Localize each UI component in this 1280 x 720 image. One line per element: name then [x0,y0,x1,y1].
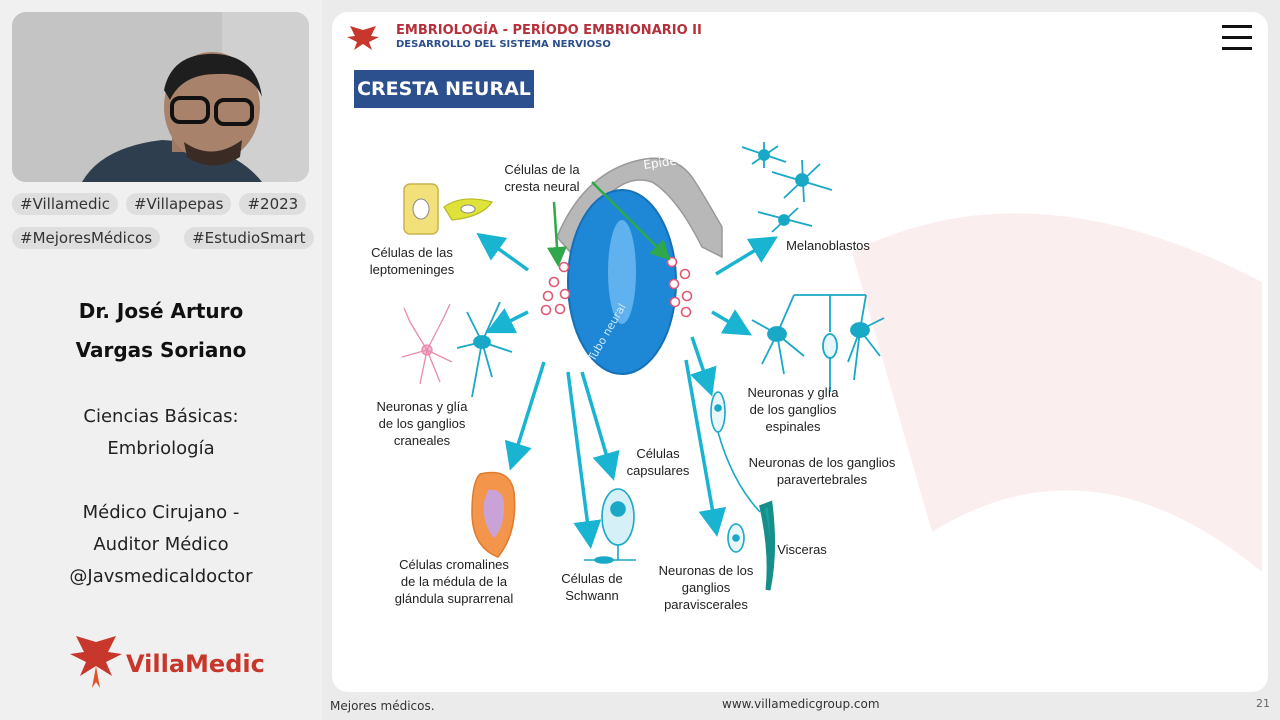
slide-header-title: EMBRIOLOGÍA - PERÍODO EMBRIONARIO II [396,23,702,38]
label-capsular: Células [636,446,680,461]
label-spinal: Neuronas y glía [747,385,839,400]
page-number: 21 [1256,697,1270,710]
cranial-neuron-icon [456,301,513,398]
label-chromaffin: de la médula de la [401,574,508,589]
viscera-icon [759,500,776,591]
presenter-name-line1: Dr. José Arturo [78,299,244,323]
webcam-video [12,12,309,182]
logo-text: VillaMedic [126,650,265,678]
presenter-silhouette [12,12,309,182]
cranial-glia-icon [401,303,453,385]
crest-cells [540,256,693,318]
pointer-arrow [547,201,567,267]
label-melanoblasts: Melanoblastos [786,238,870,253]
presenter-area-line2: Embriología [107,438,215,459]
section-title: CRESTA NEURAL [354,70,534,108]
label-paravisceral: Neuronas de los [659,563,754,578]
villamedic-logo: VillaMedic [66,632,266,692]
slide: EMBRIOLOGÍA - PERÍODO EMBRIONARIO II DES… [332,12,1268,692]
label-viscera: Visceras [777,542,827,557]
migration-arrows [476,232,778,549]
capsular-cell-icon [584,488,636,564]
presenter-role-line1: Médico Cirujano - [82,502,240,523]
hashtag: #2023 [239,193,307,215]
presenter-name-line2: Vargas Soriano [75,338,247,362]
hashtag-row-2: #MejoresMédicos #EstudioSmart [12,227,314,249]
label-paravertebral: Neuronas de los ganglios [749,455,896,470]
label-leptomeninges: Células de las [371,245,453,260]
label-schwann: Células de [561,571,622,586]
hamburger-menu-button[interactable] [1222,25,1252,51]
hashtag: #Villamedic [12,193,118,215]
hashtag-row-1: #Villamedic #Villapepas #2023 [12,193,312,215]
presenter-panel: #Villamedic #Villapepas #2023 #MejoresMé… [0,0,322,720]
label-cranial: craneales [394,433,451,448]
label-paravisceral: paraviscerales [664,597,748,612]
paravertebral-ganglion-icon [710,391,761,553]
eagle-logo-icon [347,26,379,50]
pointer-arrow [591,181,671,261]
label-cranial: de los ganglios [379,416,466,431]
presenter-area-line1: Ciencias Básicas: [83,406,239,427]
label-cranial: Neuronas y glía [376,399,468,414]
footer-url: www.villamedicgroup.com [722,697,880,711]
label-paravertebral: paravertebrales [777,472,868,487]
slide-header-subtitle: DESARROLLO DEL SISTEMA NERVIOSO [396,39,611,50]
label-capsular: capsulares [627,463,690,478]
label-paravisceral: ganglios [682,580,731,595]
label-spinal: espinales [766,419,821,434]
label-spinal: de los ganglios [750,402,837,417]
melanoblast-cells-icon [741,142,833,233]
neural-canal-shape [608,220,636,324]
label-chromaffin: Células cromalines [399,557,509,572]
footer-tagline: Mejores médicos. [330,699,435,713]
hashtag: #Villapepas [125,193,232,215]
spinal-neuron-icon [751,294,885,392]
presenter-handle: @Javsmedicaldoctor [69,566,253,587]
hashtag: #MejoresMédicos [12,227,161,249]
label-leptomeninges: leptomeninges [370,262,455,277]
label-schwann: Schwann [565,588,618,603]
label-chromaffin: glándula suprarrenal [395,591,514,606]
epidermis-shape [556,157,723,259]
label-crest: cresta neural [504,179,579,194]
hashtag: #EstudioSmart [184,227,314,249]
label-crest: Células de la [504,162,580,177]
eagle-logo-icon [70,636,122,688]
neural-crest-diagram: Epidermis Tubo neural [370,142,1262,612]
watermark [852,213,1262,572]
presenter-role-line2: Auditor Médico [93,534,229,555]
